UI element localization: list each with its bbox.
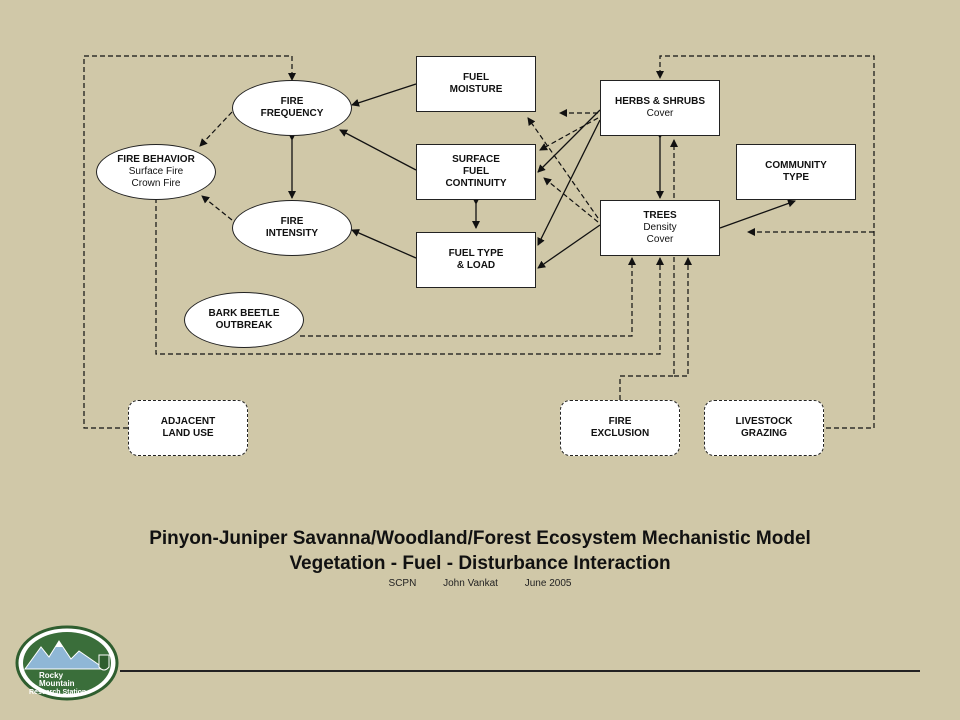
edge-surfacefuel-firefreq: [339, 129, 417, 171]
rocky-mountain-research-station-logo: Rocky Mountain Research Station: [15, 625, 119, 701]
fire-intensity-ellipse: FIRE INTENSITY: [232, 200, 352, 256]
credits-line: SCPN John Vankat June 2005: [0, 578, 960, 589]
fuel-type-load-box: FUEL TYPE & LOAD: [416, 232, 536, 288]
fire-behavior-sub-2: Crown Fire: [131, 178, 181, 189]
edge-fireint-firebehavior: [201, 195, 233, 221]
community-type-box: COMMUNITY TYPE: [736, 144, 856, 200]
fire-frequency-ellipse: FIRE FREQUENCY: [232, 80, 352, 136]
livestock-label-2: GRAZING: [740, 428, 788, 439]
adjacent-label-2: LAND USE: [162, 428, 214, 439]
trees-sub-1: Density: [643, 222, 677, 233]
herbs-sub: Cover: [646, 108, 674, 119]
fire-frequency-label-1: FIRE: [280, 96, 304, 107]
logo-text-1: Rocky: [39, 671, 64, 680]
edge-trees-fuelmoisture-dash: [527, 117, 599, 219]
fire-behavior-title: FIRE BEHAVIOR: [117, 154, 195, 165]
edge-firebehavior-trees: [155, 190, 664, 355]
fuel-type-label-2: & LOAD: [456, 260, 496, 271]
adjacent-label-1: ADJACENT: [160, 416, 216, 427]
fire-exclusion-box: FIRE EXCLUSION: [560, 400, 680, 456]
credits-org: SCPN: [388, 578, 417, 589]
fire-frequency-label-2: FREQUENCY: [260, 108, 324, 119]
edge-fuelmoisture-firefreq: [351, 83, 417, 107]
fuel-moisture-label-1: FUEL: [462, 72, 490, 83]
trees-sub-2: Cover: [646, 234, 674, 245]
shield-icon: [98, 654, 110, 671]
fire-behavior-sub-1: Surface Fire: [128, 166, 184, 177]
surface-fuel-label-1: SURFACE: [452, 154, 500, 165]
edge-livestock-herbs: [656, 55, 875, 429]
edge-barkbeetle-trees: [300, 257, 636, 337]
edge-fireexclusion-trees: [674, 257, 692, 377]
fuel-type-label-1: FUEL TYPE: [448, 248, 504, 259]
fire-behavior-ellipse: FIRE BEHAVIOR Surface Fire Crown Fire: [96, 144, 216, 200]
adjacent-land-use-box: ADJACENT LAND USE: [128, 400, 248, 456]
page-title: Pinyon-Juniper Savanna/Woodland/Forest E…: [149, 528, 811, 549]
community-label-1: COMMUNITY: [765, 160, 827, 171]
livestock-label-1: LIVESTOCK: [735, 416, 793, 427]
credits-author: John Vankat: [443, 578, 498, 589]
bark-beetle-label-2: OUTBREAK: [215, 320, 273, 331]
surface-fuel-label-2: FUEL: [462, 166, 490, 177]
surface-fuel-continuity-box: SURFACE FUEL CONTINUITY: [416, 144, 536, 200]
edge-trees-fueltype: [537, 224, 601, 269]
page-subtitle: Vegetation - Fuel - Disturbance Interact…: [289, 553, 671, 574]
edge-herbs-surfacefuel-dash: [539, 117, 599, 151]
fire-intensity-label-1: FIRE: [280, 216, 304, 227]
edge-firefreq-firebehavior: [199, 111, 233, 147]
fire-intensity-label-2: INTENSITY: [265, 228, 319, 239]
fire-exclusion-label-2: EXCLUSION: [590, 428, 650, 439]
bark-beetle-ellipse: BARK BEETLE OUTBREAK: [184, 292, 304, 348]
edge-adjacent-firefreq: [83, 55, 296, 429]
edge-herbs-surfacefuel: [537, 109, 601, 173]
edge-herbs-fueltype: [537, 119, 601, 246]
edge-trees-community: [719, 199, 796, 229]
herbs-title: HERBS & SHRUBS: [614, 96, 705, 107]
edge-fueltype-fireint: [351, 229, 417, 259]
fire-exclusion-label-1: FIRE: [608, 416, 632, 427]
credits-date: June 2005: [524, 578, 572, 589]
community-label-2: TYPE: [782, 172, 810, 183]
surface-fuel-label-3: CONTINUITY: [445, 178, 507, 189]
fuel-moisture-label-2: MOISTURE: [449, 84, 503, 95]
trees-box: TREES Density Cover: [600, 200, 720, 256]
logo-text-3: Research Station: [29, 689, 86, 696]
trees-title: TREES: [643, 210, 677, 221]
logo-text-2: Mountain: [39, 679, 75, 688]
footer-divider: [120, 670, 920, 672]
bark-beetle-label-1: BARK BEETLE: [208, 308, 280, 319]
herbs-shrubs-box: HERBS & SHRUBS Cover: [600, 80, 720, 136]
fuel-moisture-box: FUEL MOISTURE: [416, 56, 536, 112]
edge-fireexclusion-herbs: [619, 139, 678, 400]
livestock-grazing-box: LIVESTOCK GRAZING: [704, 400, 824, 456]
edge-trees-surfacefuel-dash: [543, 177, 599, 223]
